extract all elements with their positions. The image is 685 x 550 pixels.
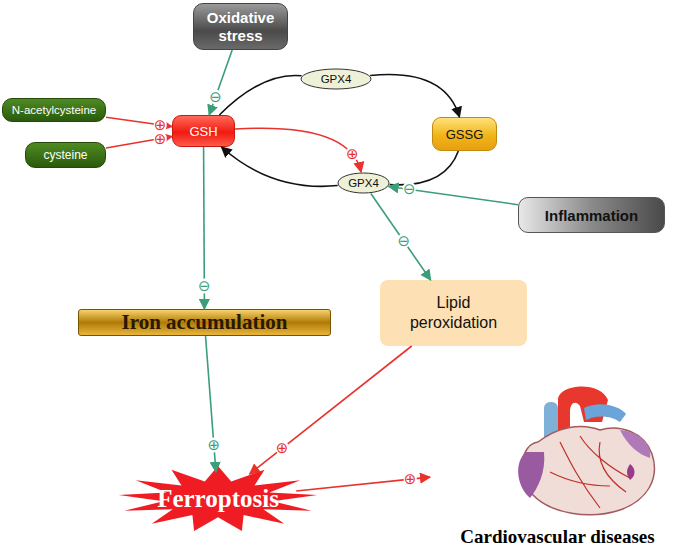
- connector-arrow: [390, 151, 459, 185]
- effect-sign: ⊕: [154, 131, 167, 146]
- outcome-star: Ferroptosis: [118, 466, 318, 532]
- connector-arrow: [235, 128, 361, 172]
- process-box: Lipid peroxidation: [380, 280, 527, 346]
- node-text: GPX4: [348, 177, 379, 189]
- stressor-box: Inflammation: [518, 197, 665, 233]
- stressor-box: Oxidative stress: [193, 3, 288, 50]
- node-text: Oxidative stress: [194, 9, 287, 45]
- enzyme-ellipse: GPX4: [300, 68, 372, 90]
- effect-sign: ⊖: [397, 234, 410, 249]
- node-text: N-acetylcysteine: [12, 104, 96, 116]
- connector-arrow: [250, 346, 412, 474]
- effect-sign: ⊖: [198, 279, 211, 294]
- node-text: Cardiovascular diseases: [460, 526, 654, 548]
- metabolite-box: GSH: [172, 115, 235, 147]
- connector-arrow: [370, 75, 459, 117]
- node-text: Inflammation: [545, 207, 638, 224]
- enzyme-ellipse: GPX4: [337, 172, 390, 194]
- node-text: cysteine: [43, 148, 87, 162]
- process-band: Iron accumulation: [78, 309, 331, 336]
- heart-illustration: [480, 382, 680, 522]
- node-text: GSSG: [446, 127, 484, 142]
- connector-arrow: [221, 147, 337, 186]
- disease-figure: Cardiovascular diseases: [430, 380, 685, 548]
- effect-sign: ⊕: [346, 147, 359, 162]
- node-text: GSH: [189, 124, 217, 139]
- node-text: GPX4: [321, 73, 352, 85]
- effect-sign: ⊖: [403, 182, 416, 197]
- agent-box: N-acetylcysteine: [2, 98, 106, 122]
- connector-arrow: [371, 194, 431, 280]
- effect-sign: ⊕: [208, 437, 221, 452]
- effect-sign: ⊕: [276, 441, 289, 456]
- effect-sign: ⊕: [404, 472, 417, 487]
- metabolite-box: GSSG: [432, 117, 497, 151]
- agent-box: cysteine: [25, 142, 106, 168]
- connector-arrow: [209, 50, 232, 115]
- node-text: Lipid peroxidation: [380, 293, 527, 333]
- connector-arrow: [219, 75, 301, 115]
- node-text: Iron accumulation: [122, 310, 288, 335]
- effect-sign: ⊖: [209, 89, 222, 104]
- node-text: Ferroptosis: [157, 485, 279, 513]
